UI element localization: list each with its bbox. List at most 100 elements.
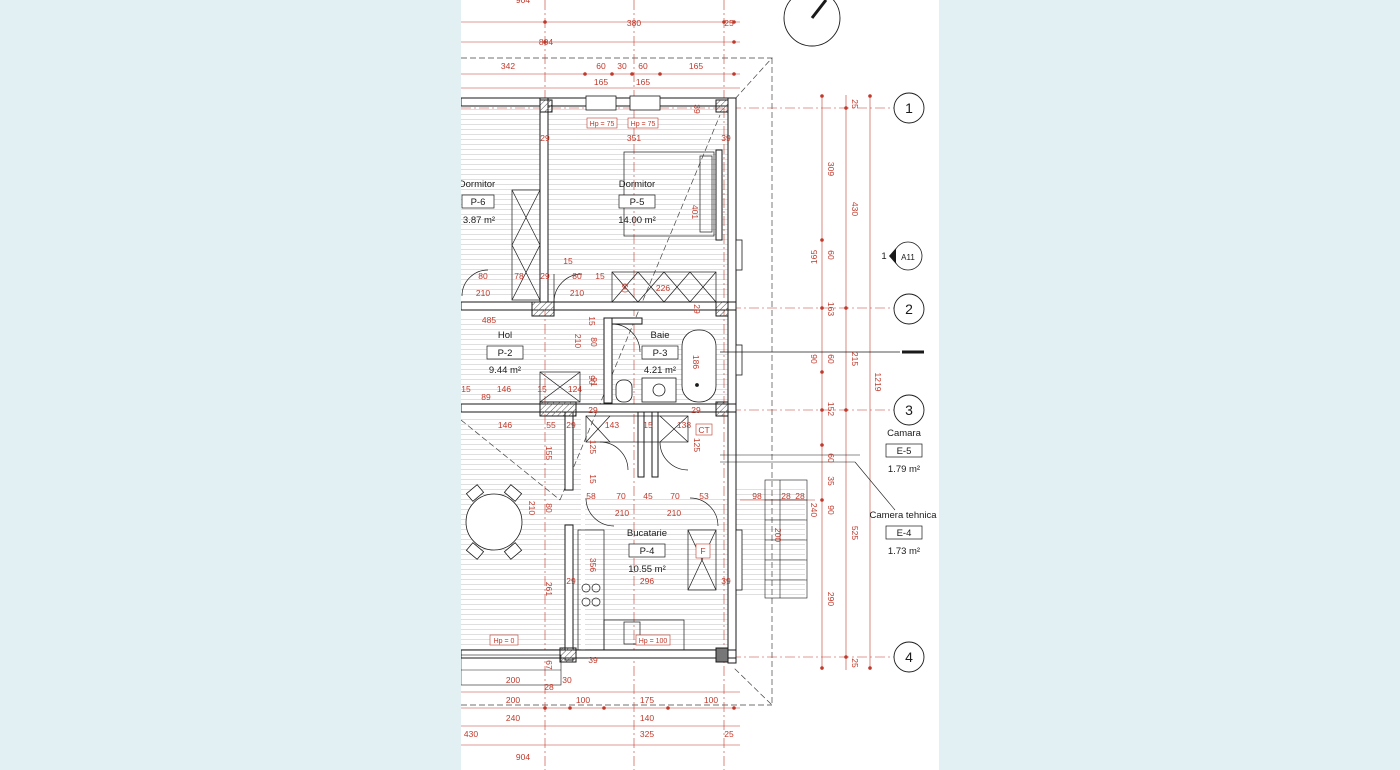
dim-label: 30 <box>617 61 627 71</box>
dim-label: 15 <box>587 316 597 326</box>
dim-label: 60 <box>596 61 606 71</box>
dim-label: 100 <box>704 695 718 705</box>
room-area: 10.55 m² <box>628 564 666 575</box>
toilet <box>615 379 633 403</box>
room-area: 14.00 m² <box>618 215 656 226</box>
room-area: 4.21 m² <box>644 365 676 376</box>
dim-label: 98 <box>752 491 762 501</box>
dim-label: 165 <box>594 77 608 87</box>
kitchen-counter <box>577 529 685 651</box>
dim-label: 90 <box>809 354 819 364</box>
dimensions-top: 904 380 25 804 342 60 30 60 165 165 165 … <box>501 0 734 143</box>
dim-label: 25 <box>724 729 734 739</box>
room-name: Baie <box>650 330 669 341</box>
dining-table <box>465 484 523 560</box>
drawing-sheet: 1 A11 1 2 3 4 Hp = 75 Hp = 75 Hp = 0 Hp … <box>461 0 939 770</box>
boiler-tag: CT <box>698 425 709 435</box>
room-area: 3.87 m² <box>463 215 495 226</box>
dim-label: 356 <box>588 558 598 572</box>
dim-label: 25 <box>850 658 860 668</box>
room-name: Dormitor <box>619 179 655 190</box>
north-arrow <box>783 0 841 47</box>
room-camara: Camara E-5 1.79 m² <box>885 428 923 475</box>
columns <box>531 99 729 663</box>
window-tag: Hp = 75 <box>590 121 615 128</box>
dim-label: 90 <box>587 375 597 385</box>
dim-label: 138 <box>677 420 691 430</box>
dim-label: 80 <box>544 503 554 513</box>
dim-label: 80 <box>589 337 599 347</box>
dim-label: 215 <box>850 352 860 366</box>
dim-label: 186 <box>691 355 701 369</box>
dim-label: 29 <box>566 576 576 586</box>
dim-label: 39 <box>721 576 731 586</box>
dim-label: 146 <box>497 384 511 394</box>
dim-label: 60 <box>826 453 836 463</box>
dim-label: 80 <box>478 271 488 281</box>
room-code: E-4 <box>897 528 912 539</box>
dim-label: 29 <box>566 420 576 430</box>
dimension-ticks <box>543 20 872 710</box>
dim-label: 60 <box>826 354 836 364</box>
dim-label: 67 <box>544 660 554 670</box>
dim-label: 290 <box>826 592 836 606</box>
dim-label: 210 <box>570 288 584 298</box>
room-baie: Baie P-3 4.21 m² <box>641 330 679 376</box>
room-dormitor-left: Dormitor P-6 3.87 m² <box>461 179 495 226</box>
window-tags: Hp = 75 Hp = 75 Hp = 0 Hp = 100 <box>489 117 671 646</box>
dim-label: 35 <box>826 476 836 486</box>
room-code: P-2 <box>498 348 513 359</box>
room-code: P-4 <box>640 546 655 557</box>
dim-label: 210 <box>476 288 490 298</box>
dim-label: 29 <box>691 405 701 415</box>
fixture-tags: CT F <box>695 423 713 559</box>
dim-label: 91 <box>589 377 599 387</box>
dim-label: 165 <box>689 61 703 71</box>
dim-label: 25 <box>850 99 860 109</box>
dim-label: 125 <box>692 438 702 452</box>
dim-label: 210 <box>573 334 583 348</box>
dim-label: 29 <box>692 304 702 314</box>
dim-label: 261 <box>544 582 554 596</box>
dim-label: 200 <box>506 695 520 705</box>
dim-label: 240 <box>506 713 520 723</box>
axis-label-1: 1 <box>905 100 913 116</box>
dim-label: 125 <box>588 440 598 454</box>
dim-label: 39 <box>588 655 598 665</box>
dim-label: 80 <box>572 271 582 281</box>
dim-label: 485 <box>482 315 496 325</box>
dim-label: 15 <box>563 256 573 266</box>
fridge-tag: F <box>700 546 705 556</box>
room-area: 1.73 m² <box>888 546 920 557</box>
dim-label: 143 <box>605 420 619 430</box>
room-area: 9.44 m² <box>489 365 521 376</box>
dim-label: 146 <box>498 420 512 430</box>
dim-label: 70 <box>670 491 680 501</box>
doors <box>461 269 719 527</box>
section-marker: 1 A11 <box>881 241 923 271</box>
room-bucatarie: Bucatarie P-4 10.55 m² <box>627 528 667 575</box>
dim-label: 60 <box>638 61 648 71</box>
room-name: Camara <box>887 428 922 439</box>
bed <box>623 151 715 237</box>
room-name: Hol <box>498 330 512 341</box>
room-area: 1.79 m² <box>888 464 920 475</box>
dim-label: 342 <box>501 61 515 71</box>
dim-label: 210 <box>527 501 537 515</box>
section-marker-number: 1 <box>881 251 886 262</box>
dim-label: 325 <box>640 729 654 739</box>
dim-label: 804 <box>539 37 553 47</box>
dim-label: 210 <box>667 508 681 518</box>
room-code: P-3 <box>653 348 668 359</box>
dim-label: 28 <box>781 491 791 501</box>
window-tag: Hp = 100 <box>639 638 668 645</box>
dim-label: 1219 <box>873 373 883 392</box>
dim-label: 351 <box>627 133 641 143</box>
dim-label: 210 <box>615 508 629 518</box>
room-camera-tehnica: Camera tehnica E-4 1.73 m² <box>869 510 937 557</box>
windows <box>585 95 743 591</box>
room-code: P-5 <box>630 197 645 208</box>
dim-label: 39 <box>692 104 702 114</box>
axis-label-2: 2 <box>905 301 913 317</box>
dimensions-right: 25 309 430 165 60 163 90 60 215 1219 152… <box>773 99 883 668</box>
